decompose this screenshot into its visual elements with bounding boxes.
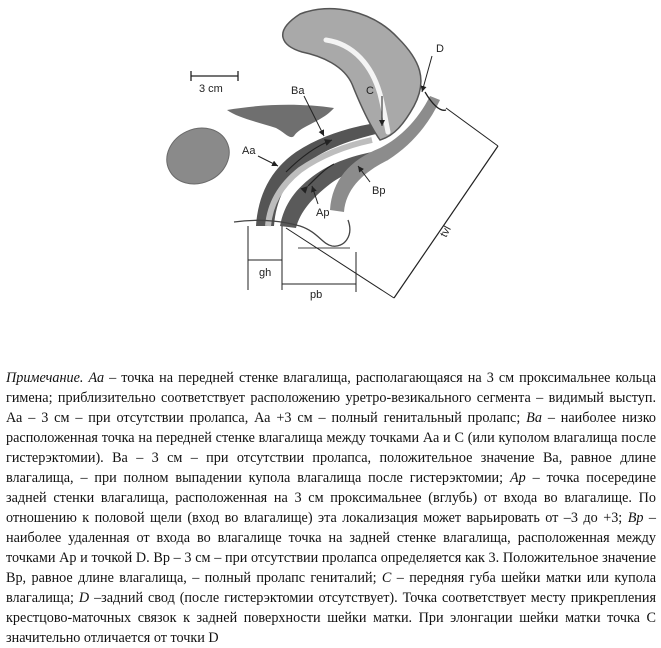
note-lead: Примечание. [6,370,84,386]
ba-leader-arrow [303,95,325,137]
scale-bar [190,71,239,81]
anatomy-diagram: 3 cm [166,7,499,301]
note-text-d: –задний свод (после гистерэктомии отсутс… [6,590,656,646]
anterior-wall-arrow [285,139,333,173]
note-text-ap: – точка посередине задней стенки влагали… [6,470,657,526]
perineum-outline [233,219,351,247]
bladder-shape [166,127,230,185]
note-paragraph: Примечание. Аа – точка на передней стенк… [6,368,656,648]
label-gh: gh [259,267,271,279]
label-bp: Bp [372,185,385,197]
note-term-aa: Аа [88,370,105,386]
note-term-d: D [78,590,90,606]
posterior-wall-arrow [300,163,335,194]
label-ap: Ap [316,207,329,219]
note-text-c: – передняя губа шейки матки или купола в… [6,570,656,606]
uterine-cavity-line [323,37,391,135]
label-d: D [436,43,444,55]
bp-leader-arrow [357,165,371,183]
label-c: C [366,85,374,97]
note-text-aa: – точка на передней стенке влагалища, ра… [6,370,657,426]
figure-note: Примечание. Аа – точка на передней стенк… [6,368,656,648]
pop-q-anatomy-figure: 3 cm [166,7,499,301]
label-pb: pb [310,289,322,301]
vaginal-lumen-shade [265,137,373,227]
aa-leader-arrow [257,155,279,167]
posterior-fornix-line [424,91,447,111]
rectum-shape [330,96,440,212]
note-term-ba: Ва [526,410,542,426]
note-text-ba: – наиболее низко расположенная точка на … [6,410,656,486]
tvl-bottom-tick [285,227,395,299]
ap-leader-arrow [311,185,319,205]
label-aa: Aa [242,145,256,157]
note-text-bp: – наиболее удаленная от входа во влагали… [6,510,656,586]
label-tvl: tvl [438,224,454,239]
tvl-top-tick [445,107,499,147]
tvl-line [393,145,499,299]
d-leader-arrow [420,55,433,93]
uterus-shape [281,7,422,141]
anterior-structure-shape [227,104,334,138]
label-ba: Ba [291,85,305,97]
note-term-bp: Вр [627,510,644,526]
note-term-ap: Ар [509,470,526,486]
note-term-c: С [381,570,392,586]
scale-bar-label: 3 cm [199,83,223,95]
